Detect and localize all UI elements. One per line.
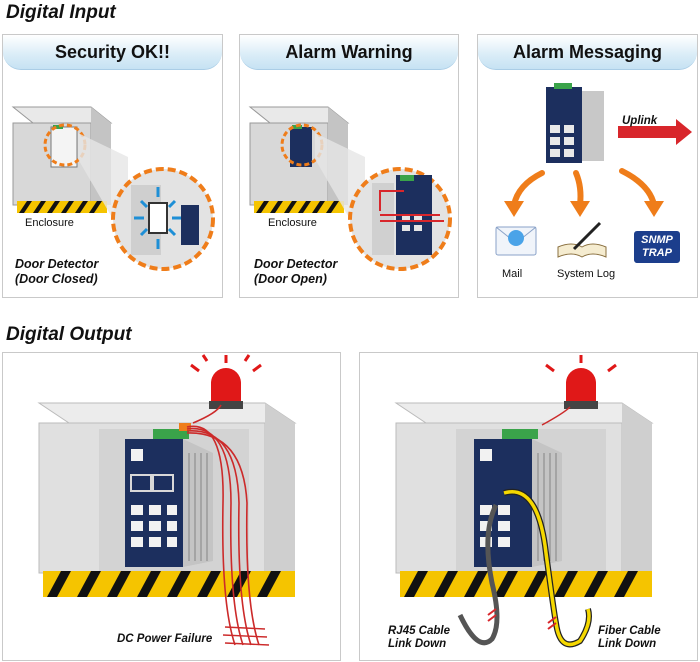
rj45-line2: Link Down (388, 638, 447, 650)
door-open-illustration (248, 106, 452, 271)
digital-input-title: Digital Input (6, 2, 116, 23)
alarm-messaging-title: Alarm Messaging (478, 35, 697, 70)
fiber-cable-link-down-label: Fiber Cable Link Down (598, 625, 661, 651)
dc-power-failure-panel: DC Power Failure (2, 352, 341, 661)
snmp-line1: SNMP (641, 234, 673, 246)
dc-power-failure-illustration (37, 354, 297, 646)
security-ok-title: Security OK!! (3, 35, 222, 70)
alarm-warning-panel: Alarm Warning Enclosure Door Detector (D… (239, 34, 459, 298)
detector-line2: (Door Open) (254, 272, 327, 286)
door-closed-illustration (11, 106, 215, 271)
detector-line2: (Door Closed) (15, 272, 98, 286)
door-detector-closed-label: Door Detector (Door Closed) (15, 257, 98, 287)
snmp-line2: TRAP (642, 247, 672, 259)
snmp-trap-icon: SNMP TRAP (634, 234, 680, 260)
alarm-warning-title: Alarm Warning (240, 35, 458, 70)
security-ok-panel: Security OK!! Enclosure Door Detector (D… (2, 34, 223, 298)
rj45-cable-link-down-label: RJ45 Cable Link Down (388, 625, 450, 651)
fiber-line1: Fiber Cable (598, 625, 661, 637)
detector-line1: Door Detector (254, 257, 338, 271)
alarm-messaging-illustration (495, 83, 692, 263)
enclosure-label-2: Enclosure (268, 217, 317, 229)
digital-output-title: Digital Output (6, 324, 132, 345)
link-down-illustration (394, 355, 654, 648)
link-down-panel: RJ45 Cable Link Down Fiber Cable Link Do… (359, 352, 698, 661)
detector-line1: Door Detector (15, 257, 99, 271)
fiber-line2: Link Down (598, 638, 657, 650)
system-log-label: System Log (557, 268, 616, 280)
enclosure-label-1: Enclosure (25, 217, 74, 229)
rj45-line1: RJ45 Cable (388, 625, 451, 637)
door-detector-open-label: Door Detector (Door Open) (254, 257, 337, 287)
alarm-messaging-panel: Alarm Messaging Uplink Mail System Log S… (477, 34, 698, 298)
mail-label: Mail (502, 268, 523, 280)
uplink-label: Uplink (622, 115, 658, 127)
dc-power-failure-label: DC Power Failure (117, 633, 213, 645)
